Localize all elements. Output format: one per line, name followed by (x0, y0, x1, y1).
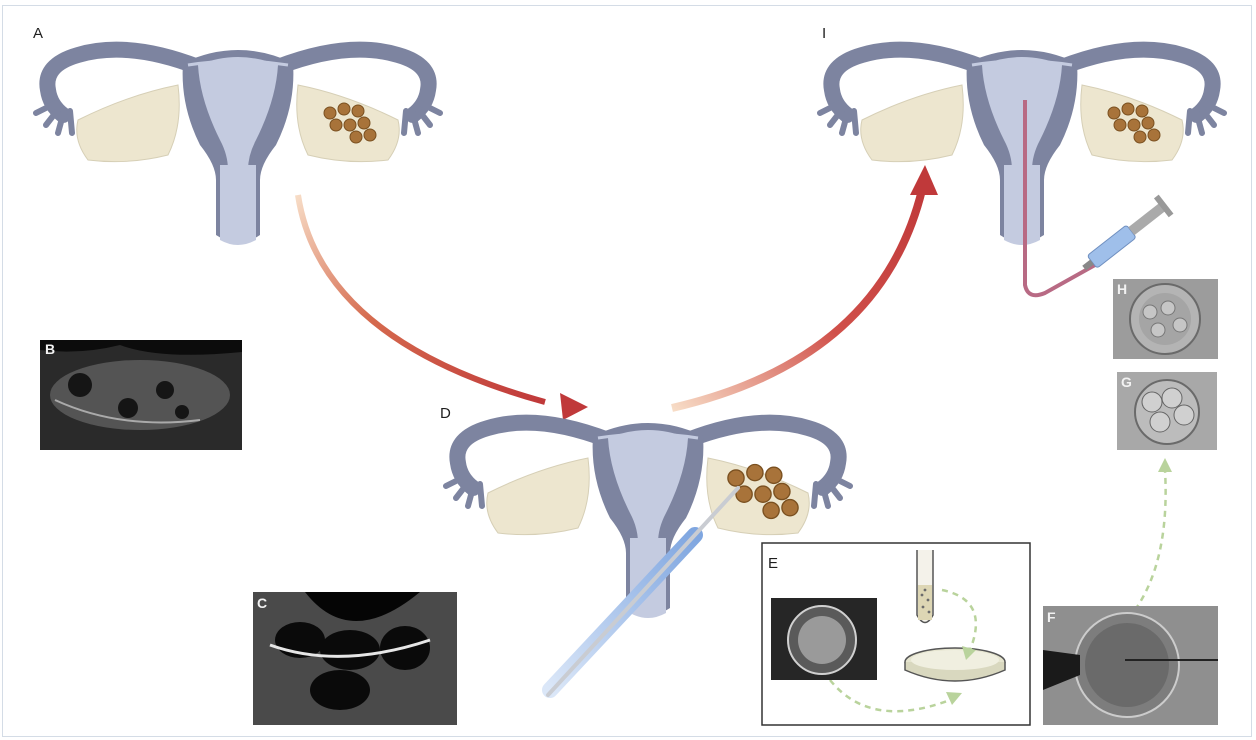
arrowhead-i (910, 165, 938, 195)
label-c: C (257, 595, 267, 611)
arrow-a-to-d (298, 195, 545, 402)
label-a: A (33, 25, 43, 42)
label-d: D (440, 405, 451, 422)
dashed-arrow-f-to-g (1135, 470, 1166, 610)
syringe (1077, 195, 1174, 278)
petri-dish (905, 648, 1005, 681)
label-g: G (1121, 374, 1132, 390)
test-tube (917, 550, 933, 623)
ultrasound-b (40, 340, 242, 450)
arrow-d-to-i (672, 190, 922, 408)
arrowhead-d (560, 393, 588, 420)
label-f: F (1047, 609, 1056, 625)
embryo-image-g (1117, 372, 1217, 450)
uterus-a (36, 50, 440, 245)
icsi-image (1043, 606, 1218, 725)
uterus-i (820, 50, 1224, 245)
label-i: I (822, 25, 826, 42)
oocyte-image (771, 598, 877, 680)
label-b: B (45, 341, 55, 357)
label-h: H (1117, 281, 1127, 297)
label-e: E (768, 555, 778, 572)
ultrasound-c (253, 592, 457, 725)
blastocyst-image-h (1113, 279, 1218, 359)
